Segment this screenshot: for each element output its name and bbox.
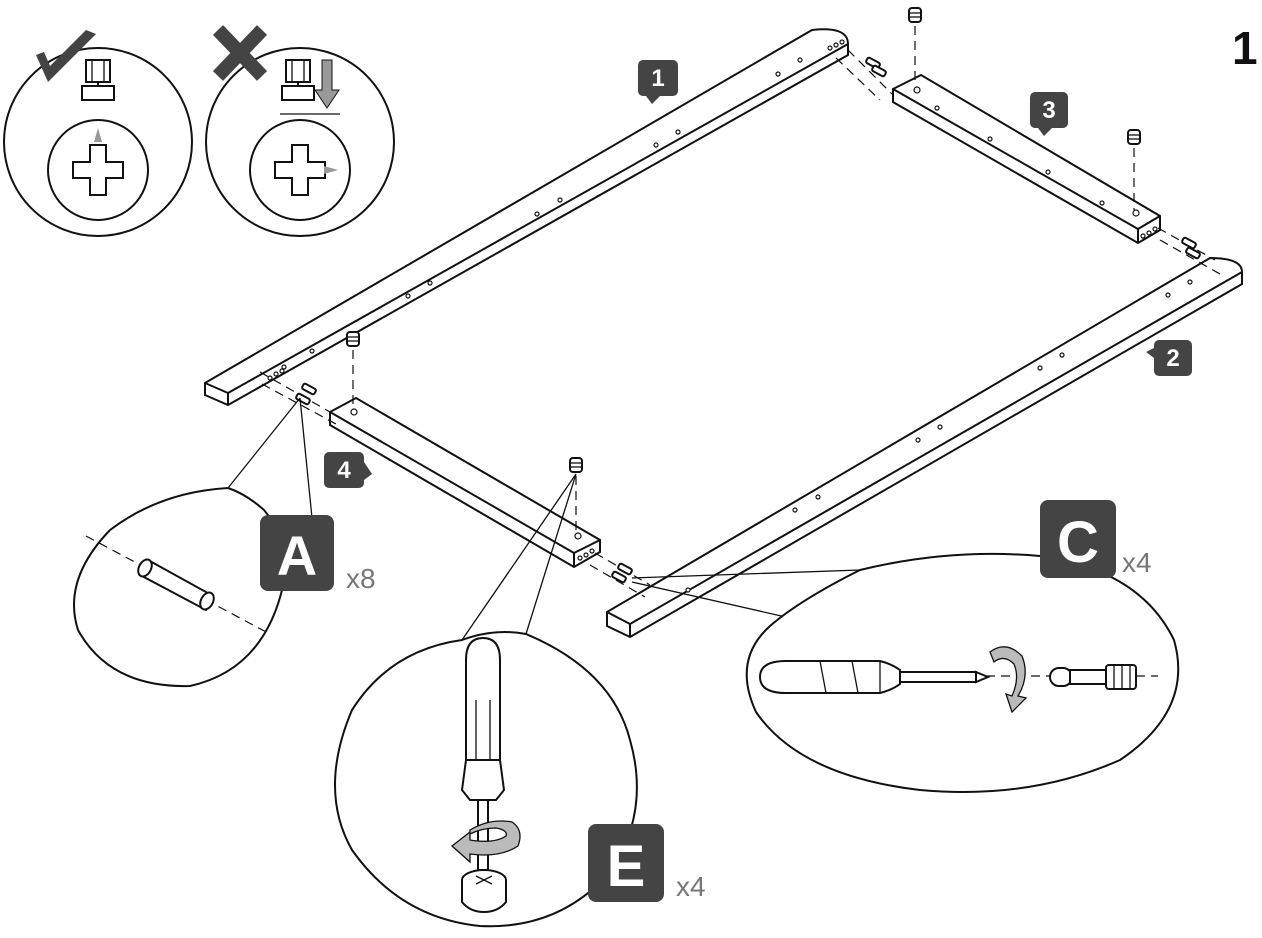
part-label-3: 3 [1030,92,1068,136]
hardware-qty-e: x4 [676,871,706,902]
svg-text:4: 4 [337,457,351,484]
cam-lock-icon [1127,129,1141,210]
detail-e-cam-lock [334,473,638,928]
cam-bolt-icon [1049,664,1137,690]
cam-lock-icon [569,457,583,532]
hardware-label-c: C x4 [1040,500,1152,578]
rail-part-1 [204,28,849,407]
cam-lock-icon [461,869,507,914]
check-icon [36,30,96,82]
rail-part-2 [606,256,1243,639]
joint-left [259,371,337,425]
joint-dowels-and-bolts [259,49,1221,598]
detail-c-cam-bolt [631,552,1180,793]
svg-text:2: 2 [1166,345,1179,372]
rotate-arrow-icon [450,820,521,864]
cam-locks [346,7,1141,532]
hardware-label-a: A x8 [260,515,376,594]
step-number: 1 [1232,22,1258,74]
incorrect-orientation-detail [205,25,395,237]
cross-icon [212,25,268,81]
rotate-arrow-icon [989,646,1028,714]
cam-lock-icon [908,7,922,86]
correct-orientation-detail [3,30,193,237]
part-label-1: 1 [638,60,678,104]
part-label-2: 2 [1146,340,1192,376]
cam-lock-icon [346,331,360,408]
rail-part-3 [892,73,1161,245]
svg-text:3: 3 [1042,97,1055,124]
hardware-qty-c: x4 [1122,547,1152,578]
svg-text:1: 1 [651,65,664,92]
joint-upper [835,49,893,101]
svg-text:E: E [607,834,646,899]
joint-right [1157,227,1221,275]
joint-lower [589,552,651,598]
part-label-4: 4 [324,452,372,488]
svg-text:A: A [277,524,317,587]
screwdriver-icon [758,660,991,694]
hardware-label-e: E x4 [588,824,706,902]
hardware-qty-a: x8 [346,563,376,594]
rail-part-4 [329,396,601,569]
svg-text:C: C [1057,510,1099,575]
dowel-icon [137,558,215,612]
screwdriver-icon [460,636,506,871]
